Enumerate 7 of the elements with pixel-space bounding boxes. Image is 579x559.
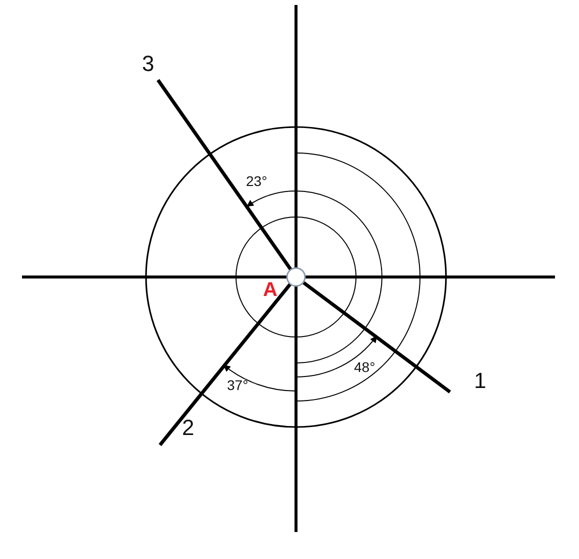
point-label: A: [263, 280, 278, 300]
angle-label: 37°: [227, 378, 248, 392]
line-number: 2: [182, 417, 194, 439]
angle-label: 23°: [246, 174, 268, 188]
angle-label: 48°: [354, 360, 376, 374]
line-number: 3: [142, 53, 154, 75]
line-number: 1: [474, 370, 486, 392]
